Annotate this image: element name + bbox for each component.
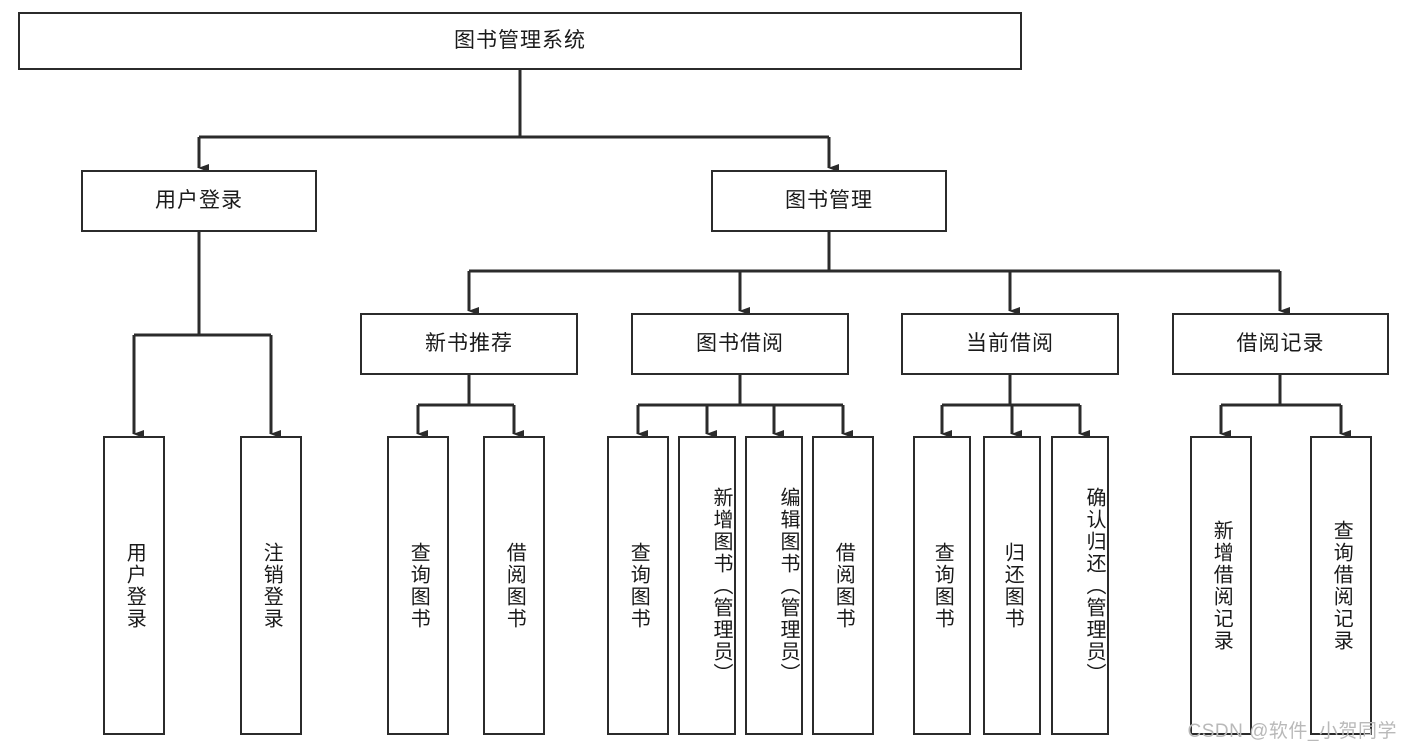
node-root[interactable]: 图书管理系统 — [18, 12, 1022, 70]
node-borrow-records-label: 借阅记录 — [1236, 332, 1325, 356]
leaf-user-login[interactable]: 用户登录 — [103, 436, 165, 735]
node-root-label: 图书管理系统 — [454, 29, 586, 53]
leaf-query-books-current-label: 查询图书 — [931, 541, 954, 630]
leaf-logout-login[interactable]: 注销登录 — [240, 436, 302, 735]
node-book-management[interactable]: 图书管理 — [711, 170, 947, 232]
leaf-return-books-label: 归还图书 — [1001, 541, 1024, 630]
node-borrow-records[interactable]: 借阅记录 — [1172, 313, 1389, 375]
leaf-query-books-borrow[interactable]: 查询图书 — [607, 436, 669, 735]
leaf-confirm-return-admin[interactable]: 确认归还（管理员） — [1051, 436, 1109, 735]
watermark: CSDN @软件_小贺同学 — [1187, 721, 1397, 742]
leaf-query-books-recommend[interactable]: 查询图书 — [387, 436, 449, 735]
leaf-user-login-label: 用户登录 — [123, 541, 146, 630]
leaf-add-borrow-record-label: 新增借阅记录 — [1210, 519, 1233, 652]
leaf-confirm-return-admin-label: 确认归还（管理员） — [1083, 486, 1105, 685]
leaf-add-borrow-record[interactable]: 新增借阅记录 — [1190, 436, 1252, 735]
leaf-query-books-borrow-label: 查询图书 — [627, 541, 650, 630]
leaf-query-borrow-record-label: 查询借阅记录 — [1330, 519, 1353, 652]
leaf-edit-book-admin-label: 编辑图书（管理员） — [777, 486, 799, 685]
leaf-logout-login-label: 注销登录 — [260, 541, 283, 630]
node-user-login[interactable]: 用户登录 — [81, 170, 317, 232]
leaf-borrow-books-label: 借阅图书 — [832, 541, 855, 630]
leaf-add-book-admin[interactable]: 新增图书（管理员） — [678, 436, 736, 735]
node-book-management-label: 图书管理 — [785, 189, 873, 213]
node-user-login-label: 用户登录 — [155, 189, 243, 213]
leaf-edit-book-admin[interactable]: 编辑图书（管理员） — [745, 436, 803, 735]
leaf-add-book-admin-label: 新增图书（管理员） — [710, 486, 732, 685]
leaf-return-books[interactable]: 归还图书 — [983, 436, 1041, 735]
node-book-borrow[interactable]: 图书借阅 — [631, 313, 849, 375]
leaf-borrow-books-recommend-label: 借阅图书 — [503, 541, 526, 630]
leaf-borrow-books[interactable]: 借阅图书 — [812, 436, 874, 735]
node-new-book-recommend[interactable]: 新书推荐 — [360, 313, 578, 375]
node-book-borrow-label: 图书借阅 — [696, 332, 784, 356]
leaf-query-books-current[interactable]: 查询图书 — [913, 436, 971, 735]
leaf-query-borrow-record[interactable]: 查询借阅记录 — [1310, 436, 1372, 735]
node-current-borrow[interactable]: 当前借阅 — [901, 313, 1119, 375]
leaf-borrow-books-recommend[interactable]: 借阅图书 — [483, 436, 545, 735]
node-current-borrow-label: 当前借阅 — [966, 332, 1054, 356]
leaf-query-books-recommend-label: 查询图书 — [407, 541, 430, 630]
node-new-book-recommend-label: 新书推荐 — [425, 332, 513, 356]
